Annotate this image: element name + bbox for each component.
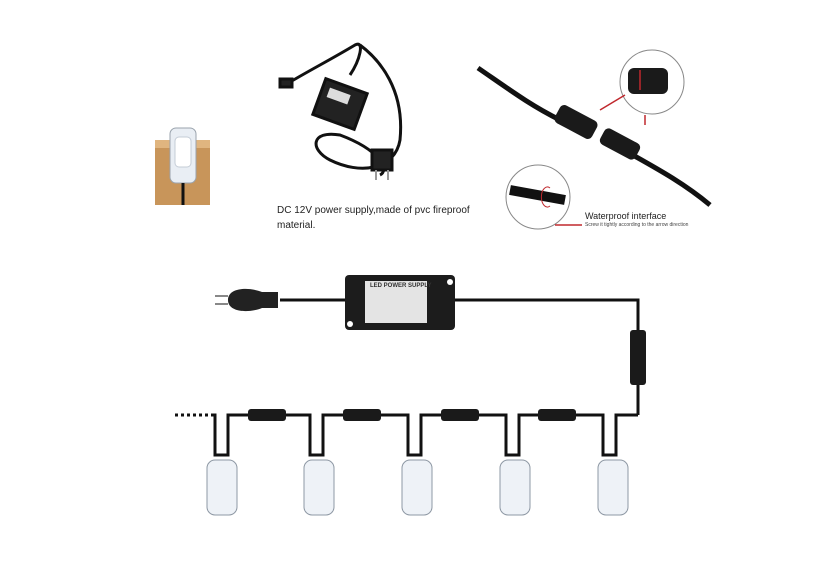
- interface-title: Waterproof interface: [585, 211, 667, 221]
- power-supply-photo: [278, 42, 403, 180]
- led-deck-lights: [206, 459, 629, 516]
- power-supply-caption: DC 12V power supply,made of pvc fireproo…: [277, 205, 470, 231]
- psu-label: LED POWER SUPPLY: [370, 283, 432, 289]
- bus-connectors: [248, 330, 646, 421]
- wood-mounted-light: [155, 127, 210, 205]
- waterproof-connector-photo: [476, 49, 712, 230]
- led-power-supply-box: [345, 275, 455, 330]
- plug: [215, 288, 278, 312]
- interface-note: Screw it tightly according to the arrow …: [585, 222, 689, 228]
